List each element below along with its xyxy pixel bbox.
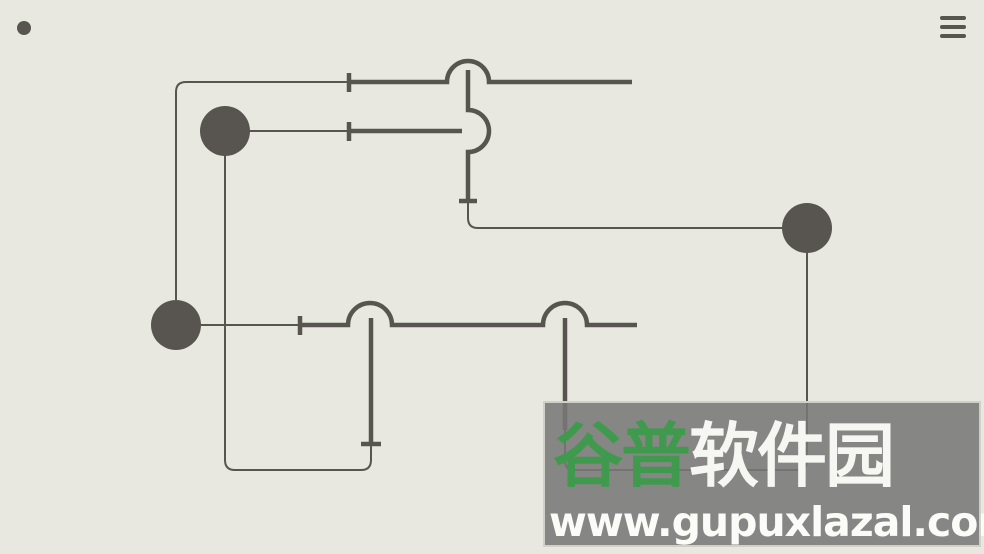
thick-wires[interactable] <box>297 58 637 447</box>
nodes[interactable] <box>151 106 832 350</box>
level-indicator-dot-icon <box>17 21 31 35</box>
watermark: 谷普软件园 www.gupuxlazal.com <box>543 401 984 547</box>
wire-node3-left <box>467 202 783 229</box>
watermark-title-white: 软件园 <box>689 415 895 497</box>
hamburger-menu-icon[interactable] <box>940 16 966 40</box>
node-right[interactable] <box>782 203 832 253</box>
switch-vertical-upper[interactable] <box>465 70 492 201</box>
watermark-url: www.gupuxlazal.com <box>549 498 984 546</box>
switch-third-row[interactable] <box>300 300 637 328</box>
wire-node2-bottom <box>224 155 372 471</box>
node-top-left[interactable] <box>200 106 250 156</box>
wire-left-loop <box>175 81 349 300</box>
node-left[interactable] <box>151 300 201 350</box>
watermark-title-green: 谷普 <box>553 415 691 497</box>
switch-top-row[interactable] <box>349 58 632 85</box>
watermark-title: 谷普软件园 <box>553 415 895 497</box>
